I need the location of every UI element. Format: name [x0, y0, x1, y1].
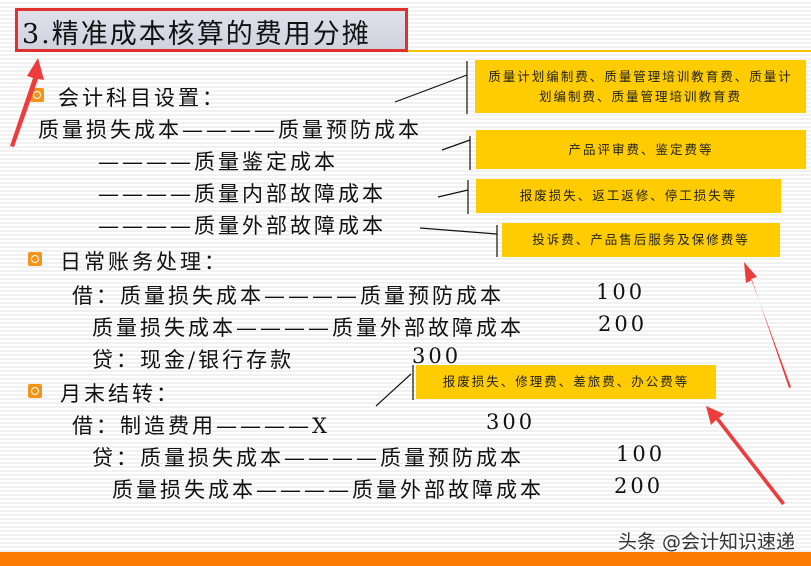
entry-amount: 300 [412, 344, 462, 368]
red-arrow-icon [10, 58, 791, 505]
callout-manufacturing-overhead: 报废损失、修理费、差旅费、办公费等 [416, 365, 716, 399]
entry-amount: 200 [614, 474, 664, 498]
entry-amount: 100 [616, 442, 666, 466]
entry-amount: 200 [598, 312, 648, 336]
account-line: 质量损失成本————质量预防成本 [38, 118, 422, 142]
title-box [15, 8, 408, 52]
callout-internal-failure: 报废损失、返工返修、停工损失等 [476, 179, 781, 213]
footer-bar [0, 552, 811, 566]
account-line: ————质量鉴定成本 [98, 150, 338, 174]
entry-amount: 100 [596, 280, 646, 304]
watermark: 头条 @会计知识速递 [617, 531, 795, 553]
section-heading-accounts: 会计科目设置： [58, 86, 226, 110]
account-line: ————质量外部故障成本 [98, 214, 386, 238]
callout-prevention: 质量计划编制费、质量管理培训教育费、质量计划编制费、质量管理培训教育费 [475, 60, 806, 113]
entry-line: 贷：现金/银行存款 [92, 348, 295, 372]
callout-appraisal: 产品评审费、鉴定费等 [476, 130, 806, 169]
entry-line: 质量损失成本————质量外部故障成本 [92, 316, 524, 340]
entry-line: 质量损失成本————质量外部故障成本 [112, 478, 544, 502]
section-heading-monthend: 月末结转： [60, 382, 180, 406]
account-line: ————质量内部故障成本 [98, 182, 386, 206]
bullet-icon [28, 384, 42, 398]
entry-line: 借：制造费用————X [72, 414, 330, 438]
section-heading-daily: 日常账务处理： [60, 250, 228, 274]
entry-line: 贷：质量损失成本————质量预防成本 [92, 446, 524, 470]
entry-line: 借：质量损失成本————质量预防成本 [72, 284, 504, 308]
bullet-icon [28, 252, 42, 266]
page-title: 3.精准成本核算的费用分摊 [22, 19, 371, 50]
entry-amount: 300 [486, 410, 536, 434]
callout-external-failure: 投诉费、产品售后服务及保修费等 [502, 223, 780, 257]
title-underline [408, 50, 811, 52]
